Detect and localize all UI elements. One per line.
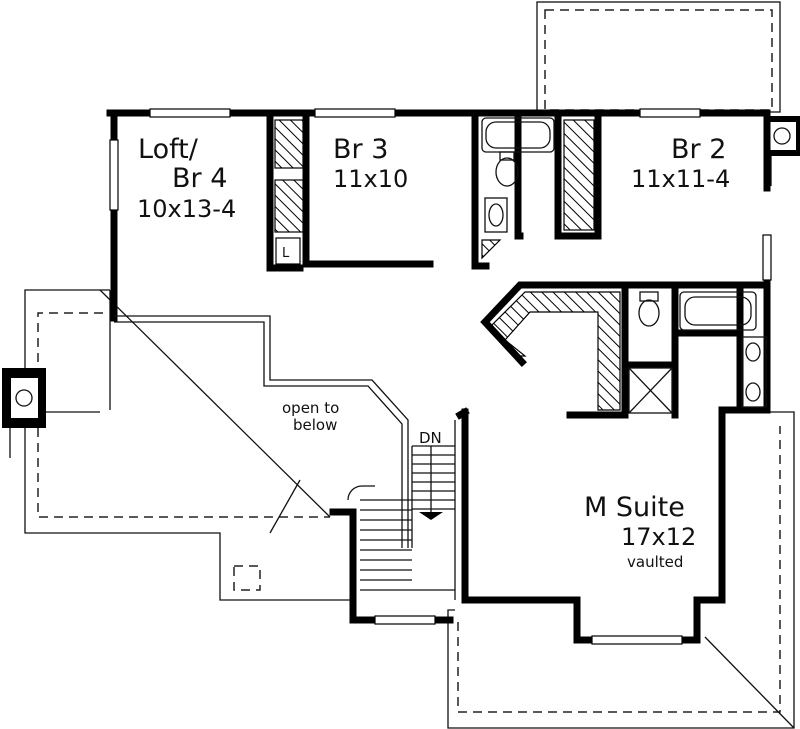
window-loft-side bbox=[109, 139, 119, 211]
window-br2 bbox=[639, 108, 701, 118]
msuite-name: M Suite bbox=[584, 492, 685, 523]
br2-name: Br 2 bbox=[671, 134, 726, 165]
br3-size: 11x10 bbox=[333, 165, 408, 193]
open-to-below-line2: below bbox=[293, 416, 337, 434]
roof-vent bbox=[233, 565, 261, 591]
roof-bottom-right bbox=[447, 411, 795, 729]
br2-size: 11x11-4 bbox=[631, 165, 730, 193]
room-labels: Loft/ Br 4 10x13-4 Br 3 11x10 Br 2 11x11… bbox=[137, 134, 730, 571]
linen-closet bbox=[275, 237, 301, 265]
bathtub-hall bbox=[481, 117, 555, 153]
sink-hall bbox=[484, 197, 508, 233]
closet-br2 bbox=[563, 119, 595, 231]
hall-bath-fixtures bbox=[481, 117, 555, 233]
window-suite bbox=[591, 635, 683, 645]
br3-name: Br 3 bbox=[333, 134, 388, 165]
window-br2-side bbox=[762, 234, 772, 281]
stair-direction-label: DN bbox=[419, 429, 442, 447]
msuite-note: vaulted bbox=[627, 553, 683, 571]
shelf-corner bbox=[481, 239, 502, 260]
loft-size: 10x13-4 bbox=[137, 195, 236, 223]
loft-name-line2: Br 4 bbox=[172, 163, 227, 194]
toilet-master bbox=[638, 299, 660, 327]
chimney-left bbox=[2, 368, 46, 458]
vanity-master bbox=[741, 336, 767, 408]
linen-mark: L bbox=[282, 246, 290, 261]
window-loft-top bbox=[149, 108, 231, 118]
exterior-walls bbox=[106, 108, 772, 645]
shower-master bbox=[628, 367, 673, 414]
closets: L bbox=[274, 119, 621, 411]
loft-name-line1: Loft/ bbox=[138, 134, 199, 165]
msuite-size: 17x12 bbox=[621, 523, 696, 551]
railing bbox=[114, 315, 409, 548]
stair-arrow-icon bbox=[419, 512, 443, 520]
stairs: DN bbox=[347, 420, 456, 600]
window-stair bbox=[374, 615, 436, 625]
master-bath-fixtures bbox=[628, 291, 767, 414]
closet-loft bbox=[274, 119, 304, 169]
open-to-below-line1: open to bbox=[282, 399, 339, 417]
roof-top-right bbox=[536, 1, 781, 113]
window-br3 bbox=[314, 108, 396, 118]
closet-suite bbox=[491, 291, 621, 411]
roof-left bbox=[24, 289, 350, 601]
bathtub-master bbox=[679, 291, 757, 331]
toilet-hall bbox=[495, 157, 519, 187]
